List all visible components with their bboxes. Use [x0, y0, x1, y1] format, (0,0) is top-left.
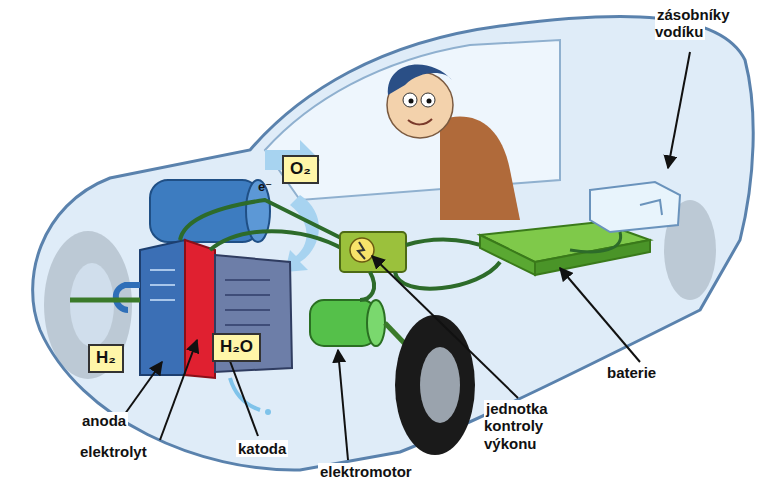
part-label: elektromotor [318, 463, 414, 480]
power-control-unit [340, 232, 406, 272]
label-holder: katoda [236, 440, 306, 457]
hydrogen-tanks [590, 182, 680, 232]
leader-line [160, 340, 197, 440]
part-label: katoda [236, 440, 288, 457]
near-wheel [395, 315, 475, 455]
label-holder: jednotka kontroly výkonu [484, 400, 566, 452]
part-label: anoda [80, 412, 128, 429]
leader-line [668, 52, 690, 168]
formula-box: H₂ [88, 344, 124, 373]
leader-line [122, 362, 162, 418]
car-body [33, 17, 754, 471]
leader-line [372, 256, 518, 398]
electron-wire [210, 231, 345, 250]
leader-line [338, 350, 348, 460]
formula-text: H₂O [220, 338, 253, 357]
leader-line [560, 268, 640, 362]
water-flow [230, 378, 260, 410]
label-holder: e⁻ [258, 180, 288, 195]
axle [70, 298, 140, 303]
formula-box: O₂ [282, 155, 319, 184]
part-label: baterie [605, 364, 658, 381]
part-label: elektrolyt [78, 443, 149, 460]
electron-wire [180, 200, 345, 240]
label-holder: elektrolyt [78, 443, 168, 460]
part-label: jednotka kontroly výkonu [484, 400, 548, 452]
tank-line [570, 232, 621, 252]
formula-text: H₂ [96, 349, 116, 368]
label-holder: baterie [605, 364, 675, 381]
driver [387, 64, 520, 220]
formula-box: H₂O [212, 333, 261, 362]
label-holder: zásobníky vodíku [655, 6, 753, 41]
part-label: zásobníky vodíku [655, 6, 730, 40]
formula-text: O₂ [290, 160, 311, 179]
motor-cable [360, 272, 374, 300]
window [265, 40, 560, 200]
hub [420, 347, 460, 423]
fuel-cell [140, 240, 292, 378]
leader-lines [122, 52, 690, 460]
battery-cable [395, 262, 500, 289]
label-holder: elektromotor [318, 463, 428, 480]
electron-label: e⁻ [258, 179, 272, 194]
label-holder: anoda [80, 412, 150, 429]
